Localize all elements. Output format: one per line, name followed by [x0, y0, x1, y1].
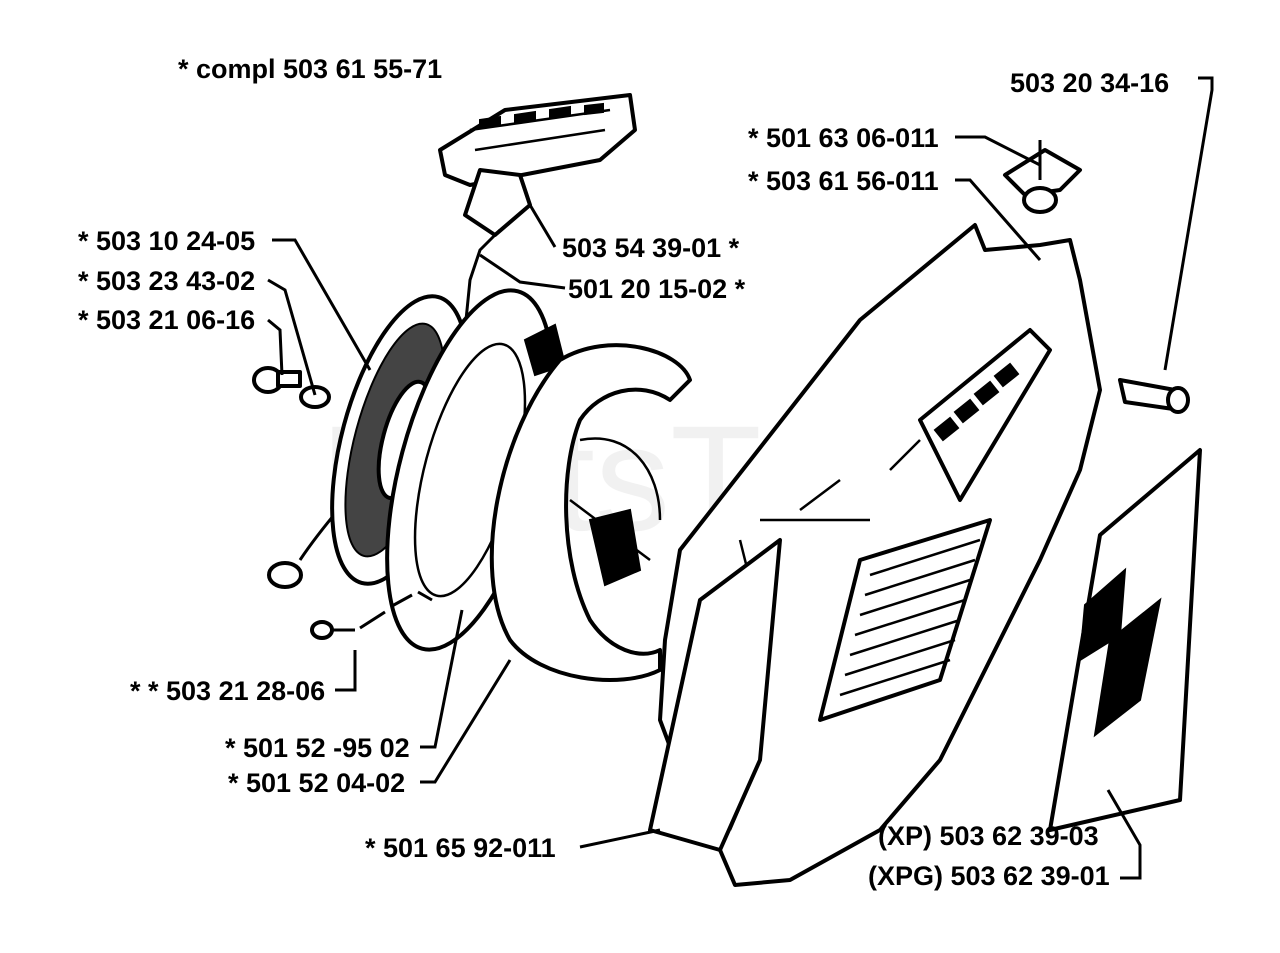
starter-cover-ring: [489, 343, 692, 682]
label-503-21-28-06: * * 503 21 28-06: [130, 676, 325, 706]
label-compl: * compl 503 61 55-71: [178, 54, 442, 84]
small-screw: [252, 366, 302, 394]
label-501-63-06-011: * 501 63 06-011: [748, 123, 939, 153]
cover-vent-grille: [818, 328, 1052, 722]
label-503-61-56-011: * 503 61 56-011: [748, 166, 939, 196]
label-503-20-34-16: 503 20 34-16: [1010, 68, 1169, 98]
label-503-54-39-01: 503 54 39-01 *: [562, 233, 740, 263]
cover-bolt: [1118, 378, 1190, 414]
label-503-21-06-16: * 503 21 06-16: [78, 305, 255, 335]
label-503-23-43-02: * 503 23 43-02: [78, 266, 255, 296]
label-501-20-15-02: 501 20 15-02 *: [568, 274, 746, 304]
plug-cap: [1003, 148, 1082, 214]
label-501-65-92-011: * 501 65 92-011: [365, 833, 556, 863]
label-503-10-24-05: * 503 10 24-05: [78, 226, 255, 256]
label-501-52-04-02: * 501 52 04-02: [228, 768, 405, 798]
leader-lines: [267, 76, 1214, 880]
cover-side-panel: [648, 538, 782, 852]
pawl-screw: [310, 590, 433, 640]
washer: [299, 385, 331, 409]
label-xp-503-62-39-03: (XP) 503 62 39-03: [878, 821, 1099, 851]
starter-handle: [438, 93, 637, 237]
label-501-52-95-02: * 501 52 -95 02: [225, 733, 410, 763]
decal-plate: [1048, 448, 1202, 832]
label-xpg-503-62-39-01: (XPG) 503 62 39-01: [868, 861, 1110, 891]
